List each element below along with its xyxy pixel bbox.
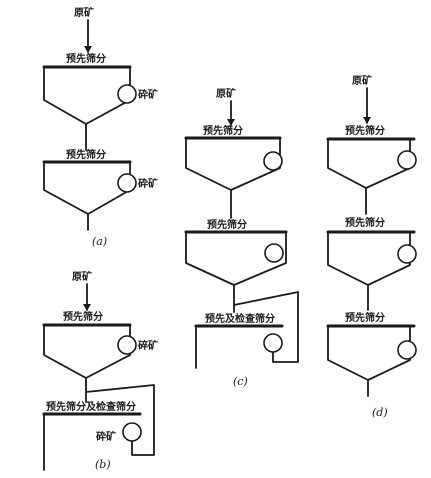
- raw-ore-label-d: 原矿: [352, 74, 372, 87]
- raw-ore-label-a: 原矿: [74, 6, 94, 19]
- screen-label-a1: 预先筛分: [66, 52, 106, 65]
- crusher-icon-b1: [117, 335, 137, 355]
- caption-c: (c): [233, 375, 248, 388]
- recycle-loop-b: [85, 377, 155, 456]
- caption-b: (b): [95, 458, 111, 471]
- raw-ore-label-c: 原矿: [216, 87, 236, 100]
- crusher-icon-a2: [117, 173, 137, 193]
- caption-a: (a): [92, 235, 107, 248]
- screen-label-c3: 预先及检查筛分: [205, 312, 275, 325]
- screen-hopper-d2: [327, 231, 411, 286]
- raw-ore-label-b: 原矿: [72, 270, 92, 283]
- screen-label-d2: 预先筛分: [345, 216, 385, 229]
- screen-hopper-a1: [43, 66, 131, 125]
- screen-label-b1: 预先筛分: [63, 310, 103, 323]
- feed-arrowhead-b: [83, 304, 91, 311]
- crushed-ore-label-a1: 砕矿: [138, 88, 158, 101]
- crusher-icon-a1: [117, 84, 137, 104]
- crusher-icon-b2: [122, 422, 142, 442]
- flowsheet-a: 原矿 预先筛分 砕矿 预先筛分 砕矿 (a): [42, 6, 158, 248]
- flowsheet-d: 原矿 预先筛分 预先筛分 预先筛分 (d): [326, 74, 417, 419]
- recycle-loop-c: [233, 284, 299, 363]
- screen-hopper-b1: [43, 324, 131, 379]
- crushed-ore-label-a2: 砕矿: [138, 177, 158, 190]
- screen-label-d1: 预先筛分: [345, 124, 385, 137]
- crusher-icon-c2: [264, 243, 284, 263]
- screen-label-b2: 预先筛分及检查筛分: [46, 400, 136, 413]
- screen-hopper-a2: [43, 161, 131, 215]
- crushed-ore-label-b1: 碎矿: [138, 339, 158, 352]
- crusher-icon-d2: [397, 244, 417, 264]
- feed-arrowhead-a: [84, 46, 92, 53]
- screen-hopper-d1: [327, 138, 411, 189]
- flowsheet-c: 原矿 预先筛分 预先筛分 预先及检查筛分 (c): [184, 87, 299, 388]
- screen-label-c2: 预先筛分: [207, 218, 247, 231]
- screen-label-a2: 预先筛分: [66, 148, 106, 161]
- crusher-icon-d3: [397, 340, 417, 360]
- flowsheet-b: 原矿 预先筛分 碎矿 预先筛分及检查筛分 砕矿 (b): [42, 270, 158, 471]
- crusher-icon-c3: [263, 333, 283, 353]
- feed-arrowhead-d: [363, 117, 371, 124]
- crusher-icon-d1: [397, 150, 417, 170]
- screen-label-d3: 预先筛分: [345, 311, 385, 324]
- screen-label-c1: 预先筛分: [203, 124, 243, 137]
- crusher-icon-c1: [263, 151, 283, 171]
- crushed-ore-label-b2: 砕矿: [96, 430, 116, 443]
- caption-d: (d): [372, 406, 388, 419]
- feed-arrowhead-c: [227, 119, 235, 126]
